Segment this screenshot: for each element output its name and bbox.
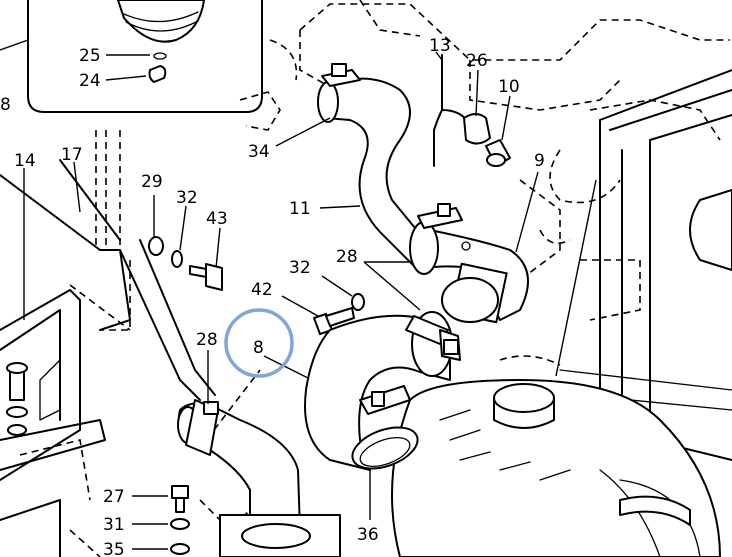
bolt-42 [281, 275, 365, 335]
callout-35[interactable]: 35 [103, 540, 125, 557]
right-frame [559, 69, 732, 471]
callout-42[interactable]: 42 [251, 280, 273, 300]
bolt-27-stack [132, 485, 190, 555]
pipe-9 [409, 203, 529, 324]
engine-outline-dashed [239, 0, 730, 321]
callout-27[interactable]: 27 [103, 487, 125, 507]
callout-10[interactable]: 10 [498, 77, 520, 97]
callout-17[interactable]: 17 [61, 145, 83, 165]
highlight-circle[interactable] [224, 308, 294, 378]
callout-25[interactable]: 25 [79, 46, 101, 66]
leader-left-edge [0, 39, 29, 51]
callout-11[interactable]: 11 [289, 199, 311, 219]
main-pipe-11 [317, 63, 441, 271]
intake-hose-left [119, 239, 216, 401]
callout-32-mid[interactable]: 32 [289, 258, 311, 278]
callout-9[interactable]: 9 [534, 151, 545, 171]
callout-34[interactable]: 34 [248, 142, 270, 162]
inset-box [27, 0, 263, 113]
sensor-13 [433, 54, 511, 167]
lower-elbow [177, 369, 341, 557]
callout-43[interactable]: 43 [206, 209, 228, 229]
callout-26[interactable]: 26 [466, 51, 488, 71]
callout-36[interactable]: 36 [357, 525, 379, 545]
callout-28-left[interactable]: 28 [196, 330, 218, 350]
leader-lines [23, 51, 597, 520]
callout-8-edge[interactable]: 8 [0, 95, 11, 115]
callout-24[interactable]: 24 [79, 71, 101, 91]
dashed-guides [69, 130, 251, 557]
callout-labels: 25 24 8 14 17 29 32 43 34 13 26 10 9 11 … [0, 36, 545, 557]
callout-14[interactable]: 14 [14, 151, 36, 171]
small-parts-29-32-43 [148, 195, 223, 291]
air-filter [391, 355, 721, 557]
callout-8[interactable]: 8 [253, 338, 264, 358]
large-elbow-8 [304, 311, 461, 471]
callout-29[interactable]: 29 [141, 172, 163, 192]
callout-28-top[interactable]: 28 [336, 247, 358, 267]
callout-31[interactable]: 31 [103, 515, 125, 535]
callout-32-top[interactable]: 32 [176, 188, 198, 208]
callout-13[interactable]: 13 [429, 36, 451, 56]
